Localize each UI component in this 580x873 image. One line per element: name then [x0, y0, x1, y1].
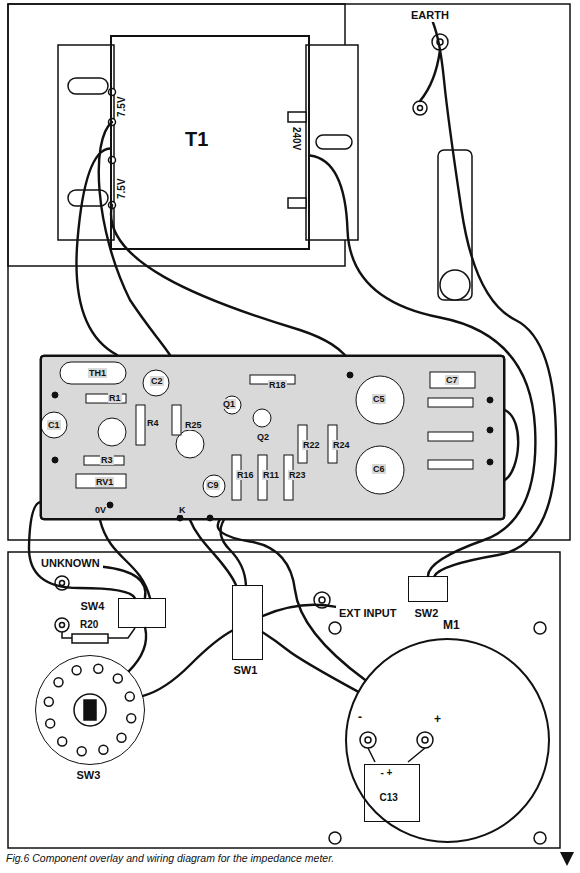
part-label: 240V [291, 126, 302, 151]
component-label: R11 [262, 470, 280, 480]
component-label: C2 [150, 376, 164, 386]
meter: M1-+- +C13 [345, 638, 550, 843]
component-label: C1 [47, 420, 61, 430]
capacitor: - + C13 [364, 764, 420, 822]
wire [310, 156, 535, 577]
switch-pin [46, 719, 55, 728]
component-label: C9 [206, 480, 220, 490]
switch-pin [58, 737, 67, 746]
mains-switch: SW2 [408, 576, 448, 602]
component-label: C6 [372, 464, 386, 474]
figure-caption: Fig.6 Component overlay and wiring diagr… [6, 852, 334, 864]
wire [129, 628, 146, 671]
terminals [55, 576, 330, 643]
switch-pin [99, 745, 108, 754]
component-label: 0V [94, 505, 107, 515]
part-label: SW1 [233, 664, 259, 676]
rotary-switch [44, 664, 135, 755]
part-label: EXT INPUT [339, 607, 396, 619]
component-label: C7 [445, 375, 459, 385]
component-label: R4 [146, 418, 160, 428]
wire [218, 520, 365, 680]
component-label: Q2 [256, 432, 270, 442]
switch-pin [44, 697, 53, 706]
component-label: Q1 [222, 399, 236, 409]
component-label: R24 [332, 440, 351, 450]
wire [103, 567, 146, 598]
component-label: R3 [100, 455, 114, 465]
component-label: R18 [268, 380, 287, 390]
slide-switch: SW4 [118, 598, 166, 628]
pcb [40, 355, 505, 521]
component-label: R22 [302, 440, 321, 450]
component-label: RV1 [95, 477, 114, 487]
component-label: R16 [236, 470, 255, 480]
switch-pin [125, 692, 134, 701]
unknown-terminal-label: UNKNOWN [38, 556, 103, 570]
wire [143, 631, 232, 696]
part-label: + [433, 712, 442, 726]
page-marker [560, 852, 574, 866]
part-label: 7.5V [116, 95, 127, 118]
part-label: SW4 [80, 600, 106, 612]
rotary-switch: SW3 [35, 655, 145, 765]
component-label: K [178, 505, 187, 515]
part-label: SW2 [414, 607, 440, 619]
component-label: R25 [184, 420, 203, 430]
part-label: UNKNOWN [41, 557, 100, 569]
part-label: T1 [184, 128, 209, 151]
switch-pin [127, 714, 136, 723]
ext-input-label: EXT INPUT [336, 606, 399, 620]
part-label: SW3 [76, 769, 102, 781]
component-label: R1 [108, 393, 122, 403]
part-label: 7.5V [116, 177, 127, 200]
component-label: C5 [372, 394, 386, 404]
part-label: EARTH [411, 9, 449, 21]
switch-pin [54, 678, 63, 687]
slide-switch: SW1 [232, 585, 263, 660]
switch-pin [94, 664, 103, 673]
transformer: T1 7.5V 7.5V 240V [110, 35, 310, 250]
switch-pin [77, 747, 86, 756]
switch-pin [117, 733, 126, 742]
chassis-panels [8, 4, 570, 848]
part-label: M1 [442, 618, 461, 632]
pcb-overlay: TH1C1 R1 C2R4 R25R3RV1 0V K C9 R18Q1Q2R16 R11 R23… [40, 355, 505, 520]
component-label: R23 [288, 470, 307, 480]
part-label: - [357, 710, 363, 724]
wire [433, 22, 556, 576]
switch-pin [113, 674, 122, 683]
wire [29, 502, 135, 598]
meter-fittings [329, 622, 546, 844]
resistor-symbol [72, 634, 108, 643]
part-label: R20 [80, 619, 98, 630]
switch-pin [72, 666, 81, 675]
part-label: - + [380, 767, 394, 778]
component-label: TH1 [88, 368, 107, 378]
part-label: C13 [379, 792, 399, 803]
wire [221, 520, 246, 585]
earth-terminal-label: EARTH [408, 8, 452, 22]
